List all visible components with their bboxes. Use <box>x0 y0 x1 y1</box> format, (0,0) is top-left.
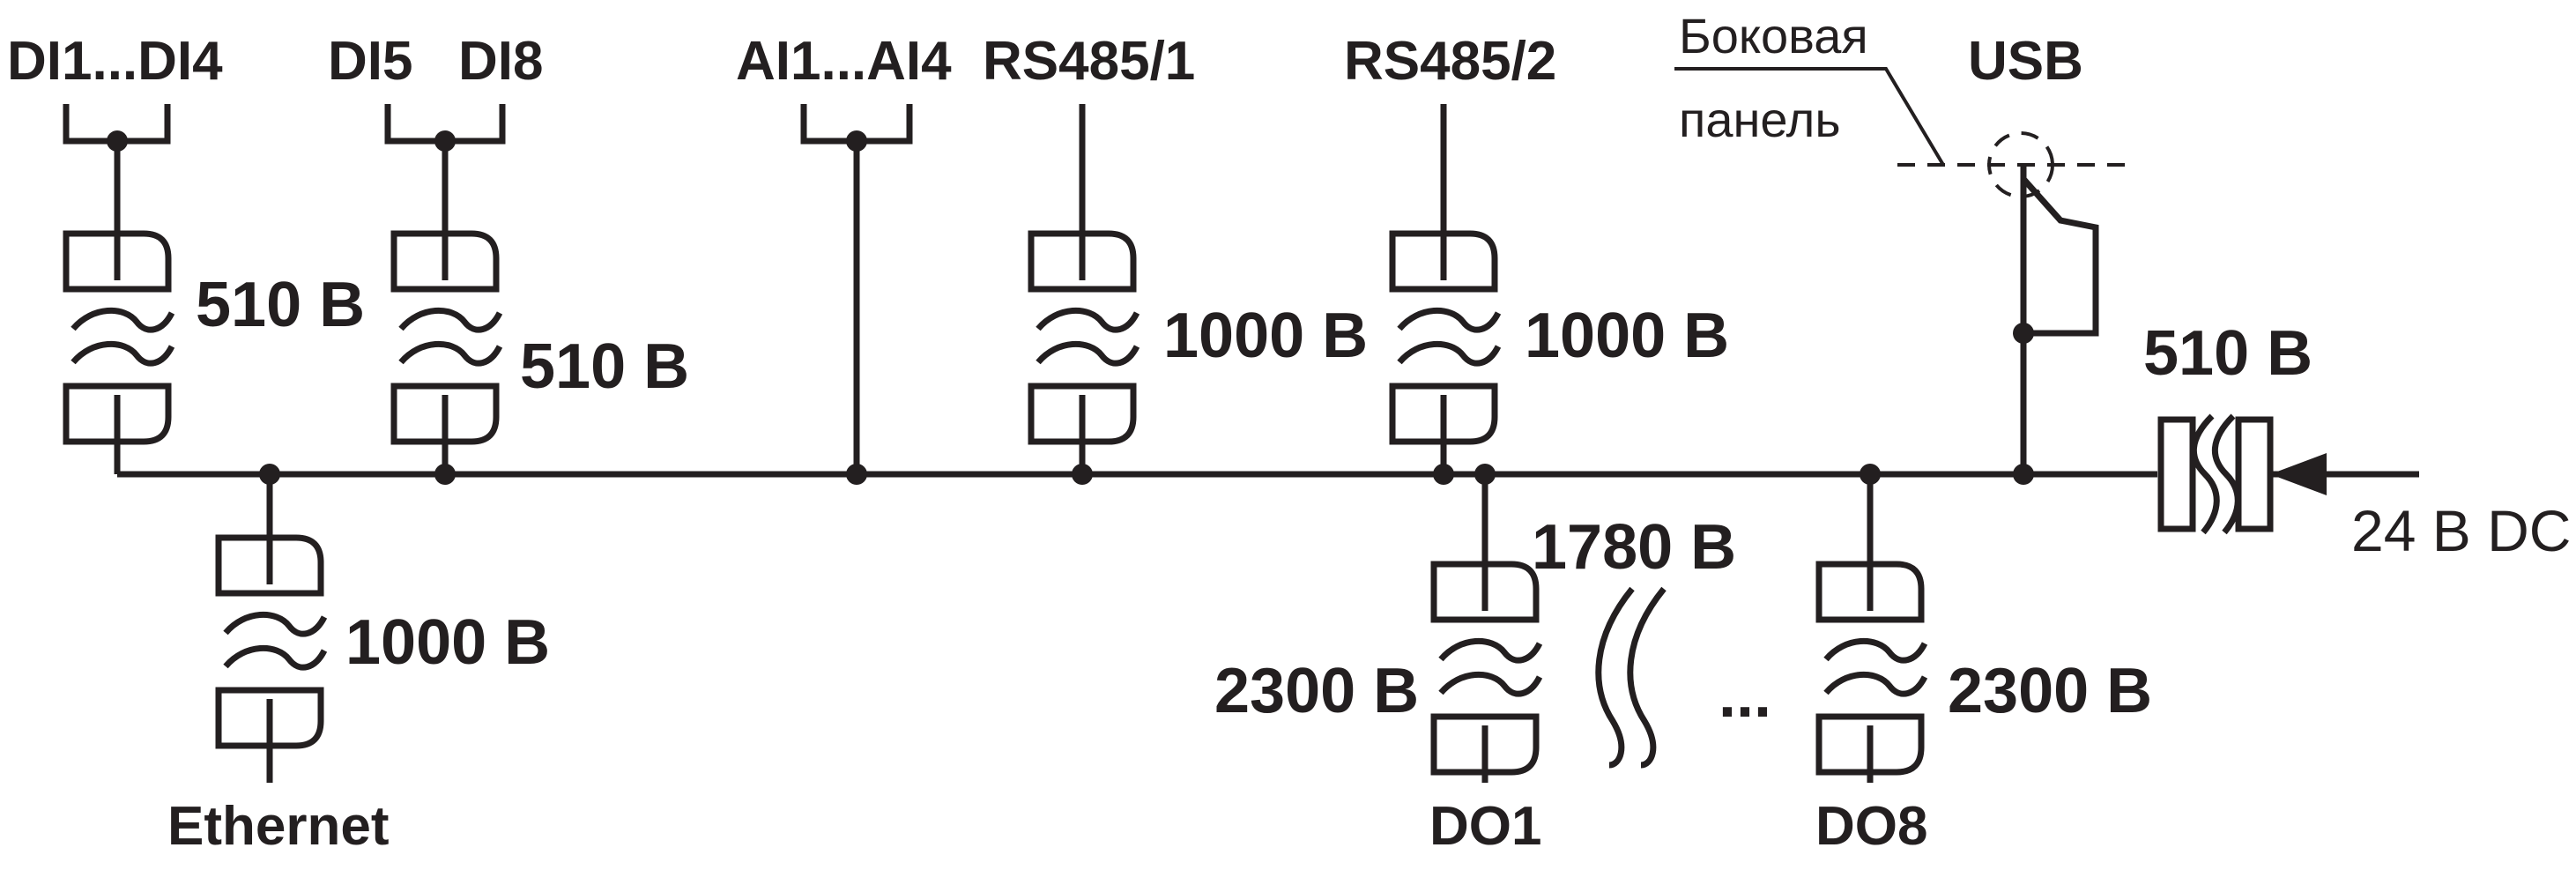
di5-label: DI5 <box>328 31 412 92</box>
ai-label: AI1...AI4 <box>736 31 952 92</box>
junction-dot <box>1433 464 1454 485</box>
junction-dot <box>846 464 867 485</box>
side-panel-label-2: панель <box>1679 92 1841 147</box>
do-between-isolation-label: 1780 В <box>1532 512 1736 583</box>
side-panel-leader <box>1674 67 1945 167</box>
ai-branch: AI1...AI4 <box>736 31 952 485</box>
di5-8-branch: DI5 DI8 510 В <box>328 31 689 485</box>
rs485-2-isolation-label: 1000 В <box>1525 301 1729 371</box>
do-ellipsis: ... <box>1719 660 1771 731</box>
power-isolation-label: 510 В <box>2143 318 2312 389</box>
rs485-2-label: RS485/2 <box>1344 31 1556 92</box>
ethernet-isolation-label: 1000 В <box>345 607 550 678</box>
side-panel-label-1: Боковая <box>1679 8 1868 63</box>
do-between-isolation: 1780 В ... <box>1532 512 1771 769</box>
usb-branch: USB Боковая панель <box>1674 8 2131 485</box>
junction-dot <box>434 464 456 485</box>
do8-label: DO8 <box>1815 796 1927 857</box>
di1-4-label: DI1...DI4 <box>7 31 223 92</box>
do8-branch: 2300 В DO8 <box>1815 464 2152 857</box>
rs485-1-isolation-label: 1000 В <box>1163 301 1368 371</box>
junction-dot <box>2013 323 2034 344</box>
di8-label: DI8 <box>458 31 543 92</box>
junction-dot <box>846 130 867 152</box>
power-input: 510 В 24 В DC <box>2143 318 2571 563</box>
junction-dot <box>434 130 456 152</box>
rs485-1-label: RS485/1 <box>983 31 1195 92</box>
junction-dot <box>107 130 128 152</box>
do1-branch: 2300 В DO1 <box>1214 464 1541 857</box>
usb-label: USB <box>1968 31 2083 92</box>
power-label: 24 В DC <box>2351 498 2571 563</box>
junction-dot <box>2013 464 2034 485</box>
di1-4-branch: DI1...DI4 510 В <box>7 31 365 474</box>
rs485-1-branch: RS485/1 1000 В <box>983 31 1368 485</box>
do1-label: DO1 <box>1429 796 1541 857</box>
di1-4-isolation-label: 510 В <box>196 270 365 340</box>
arrow-left-icon <box>2270 453 2327 495</box>
usb-connector-icon <box>1987 131 2054 198</box>
do8-isolation-label: 2300 В <box>1948 656 2152 726</box>
ethernet-branch: 1000 В Ethernet <box>167 464 550 857</box>
do1-isolation-label: 2300 В <box>1214 656 1419 726</box>
junction-dot <box>1072 464 1093 485</box>
di5-8-isolation-label: 510 В <box>520 331 689 402</box>
rs485-2-branch: RS485/2 1000 В <box>1344 31 1729 485</box>
ethernet-label: Ethernet <box>167 796 389 857</box>
